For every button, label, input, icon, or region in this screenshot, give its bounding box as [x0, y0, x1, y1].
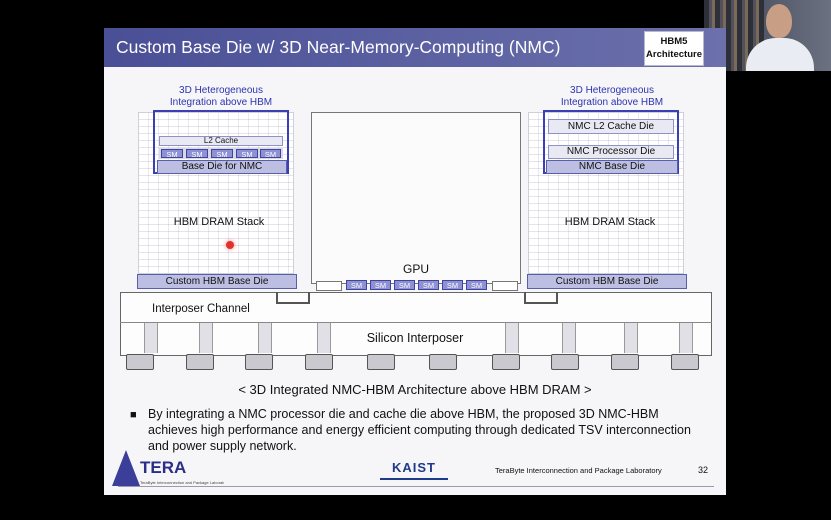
bullet-marker: ■ [130, 409, 137, 421]
bga-ball [245, 354, 273, 370]
bga-ball [611, 354, 639, 370]
gpu-sm-block: SM [394, 280, 415, 290]
gpu-io-pad-right [492, 281, 518, 291]
bga-ball [429, 354, 457, 370]
right-custom-hbm-base-die: Custom HBM Base Die [527, 274, 687, 289]
bga-ball [305, 354, 333, 370]
right-nmc-processor-die: NMC Processor Die [548, 145, 674, 159]
bga-ball [492, 354, 520, 370]
interposer-divider [120, 322, 712, 323]
interposer-channel-label: Interposer Channel [152, 303, 250, 315]
left-sm-block: SM [161, 149, 183, 159]
silicon-interposer-label: Silicon Interposer [366, 331, 464, 345]
bga-ball [367, 354, 395, 370]
right-hbm-dram-stack-label: HBM DRAM Stack [564, 216, 656, 228]
slide-title-bar: Custom Base Die w/ 3D Near-Memory-Comput… [104, 28, 726, 67]
tsv-pillar [199, 323, 213, 353]
tera-logo-mark-icon [112, 450, 140, 486]
kaist-logo-underline [380, 478, 448, 480]
gpu-io-pad-left [316, 281, 342, 291]
slide-title: Custom Base Die w/ 3D Near-Memory-Comput… [116, 37, 561, 57]
left-integration-label-line1: 3D Heterogeneous [179, 85, 263, 96]
tsv-pillar [144, 323, 158, 353]
gpu-sm-block: SM [466, 280, 487, 290]
right-integration-label-line1: 3D Heterogeneous [570, 85, 654, 96]
gpu-sm-block: SM [370, 280, 391, 290]
right-nmc-base-die: NMC Base Die [546, 160, 678, 174]
tsv-pillar [505, 323, 519, 353]
presenter-head [766, 4, 792, 38]
tsv-pillar [624, 323, 638, 353]
interposer-wire-left [276, 292, 310, 304]
right-nmc-l2-cache-die: NMC L2 Cache Die [548, 119, 674, 134]
gpu-sm-block: SM [346, 280, 367, 290]
footer-lab-name: TeraByte Interconnection and Package Lab… [495, 466, 662, 475]
footer-rule [118, 486, 714, 487]
bga-ball [671, 354, 699, 370]
tsv-pillar [317, 323, 331, 353]
left-l2-cache-die: L2 Cache [159, 136, 283, 146]
left-integration-label-line2: Integration above HBM [169, 97, 273, 108]
bga-ball [126, 354, 154, 370]
silicon-interposer [120, 292, 712, 356]
kaist-logo: KAIST [392, 460, 436, 475]
gpu-sm-block: SM [442, 280, 463, 290]
bga-ball [186, 354, 214, 370]
gpu-label: GPU [402, 262, 429, 276]
left-custom-hbm-base-die: Custom HBM Base Die [137, 274, 297, 289]
left-sm-block: SM [186, 149, 208, 159]
bga-ball [551, 354, 579, 370]
section-tag-line1: HBM5 [660, 36, 688, 47]
left-base-die-for-nmc: Base Die for NMC [157, 160, 287, 174]
interposer-wire-right [524, 292, 558, 304]
left-sm-die: SM SM SM SM SM [159, 148, 283, 159]
page-number: 32 [698, 465, 709, 475]
tera-logo-subtext: TeraByte Interconnection and Package Lab… [140, 480, 224, 485]
tsv-pillar [562, 323, 576, 353]
gpu-die [311, 112, 521, 284]
laser-pointer-dot [226, 241, 234, 249]
gpu-sm-block: SM [418, 280, 439, 290]
figure-caption: < 3D Integrated NMC-HBM Architecture abo… [238, 382, 592, 397]
section-tag: HBM5 Architecture [644, 31, 704, 66]
tsv-pillar [679, 323, 693, 353]
tera-logo: TERA TeraByte Interconnection and Packag… [110, 448, 224, 492]
presentation-slide: Custom Base Die w/ 3D Near-Memory-Comput… [104, 28, 726, 495]
left-sm-block: SM [236, 149, 258, 159]
right-integration-label: 3D Heterogeneous Integration above HBM [547, 85, 677, 109]
bullet-text: By integrating a NMC processor die and c… [148, 407, 691, 453]
tera-logo-text: TERA [140, 458, 187, 477]
left-sm-block: SM [211, 149, 233, 159]
section-tag-line2: Architecture [646, 49, 702, 60]
right-integration-label-line2: Integration above HBM [560, 97, 664, 108]
left-hbm-dram-stack-label: HBM DRAM Stack [173, 216, 265, 228]
left-integration-label: 3D Heterogeneous Integration above HBM [156, 85, 286, 109]
right-hbm-dram-stack [528, 112, 684, 274]
left-sm-block: SM [260, 149, 281, 159]
tsv-pillar [258, 323, 272, 353]
